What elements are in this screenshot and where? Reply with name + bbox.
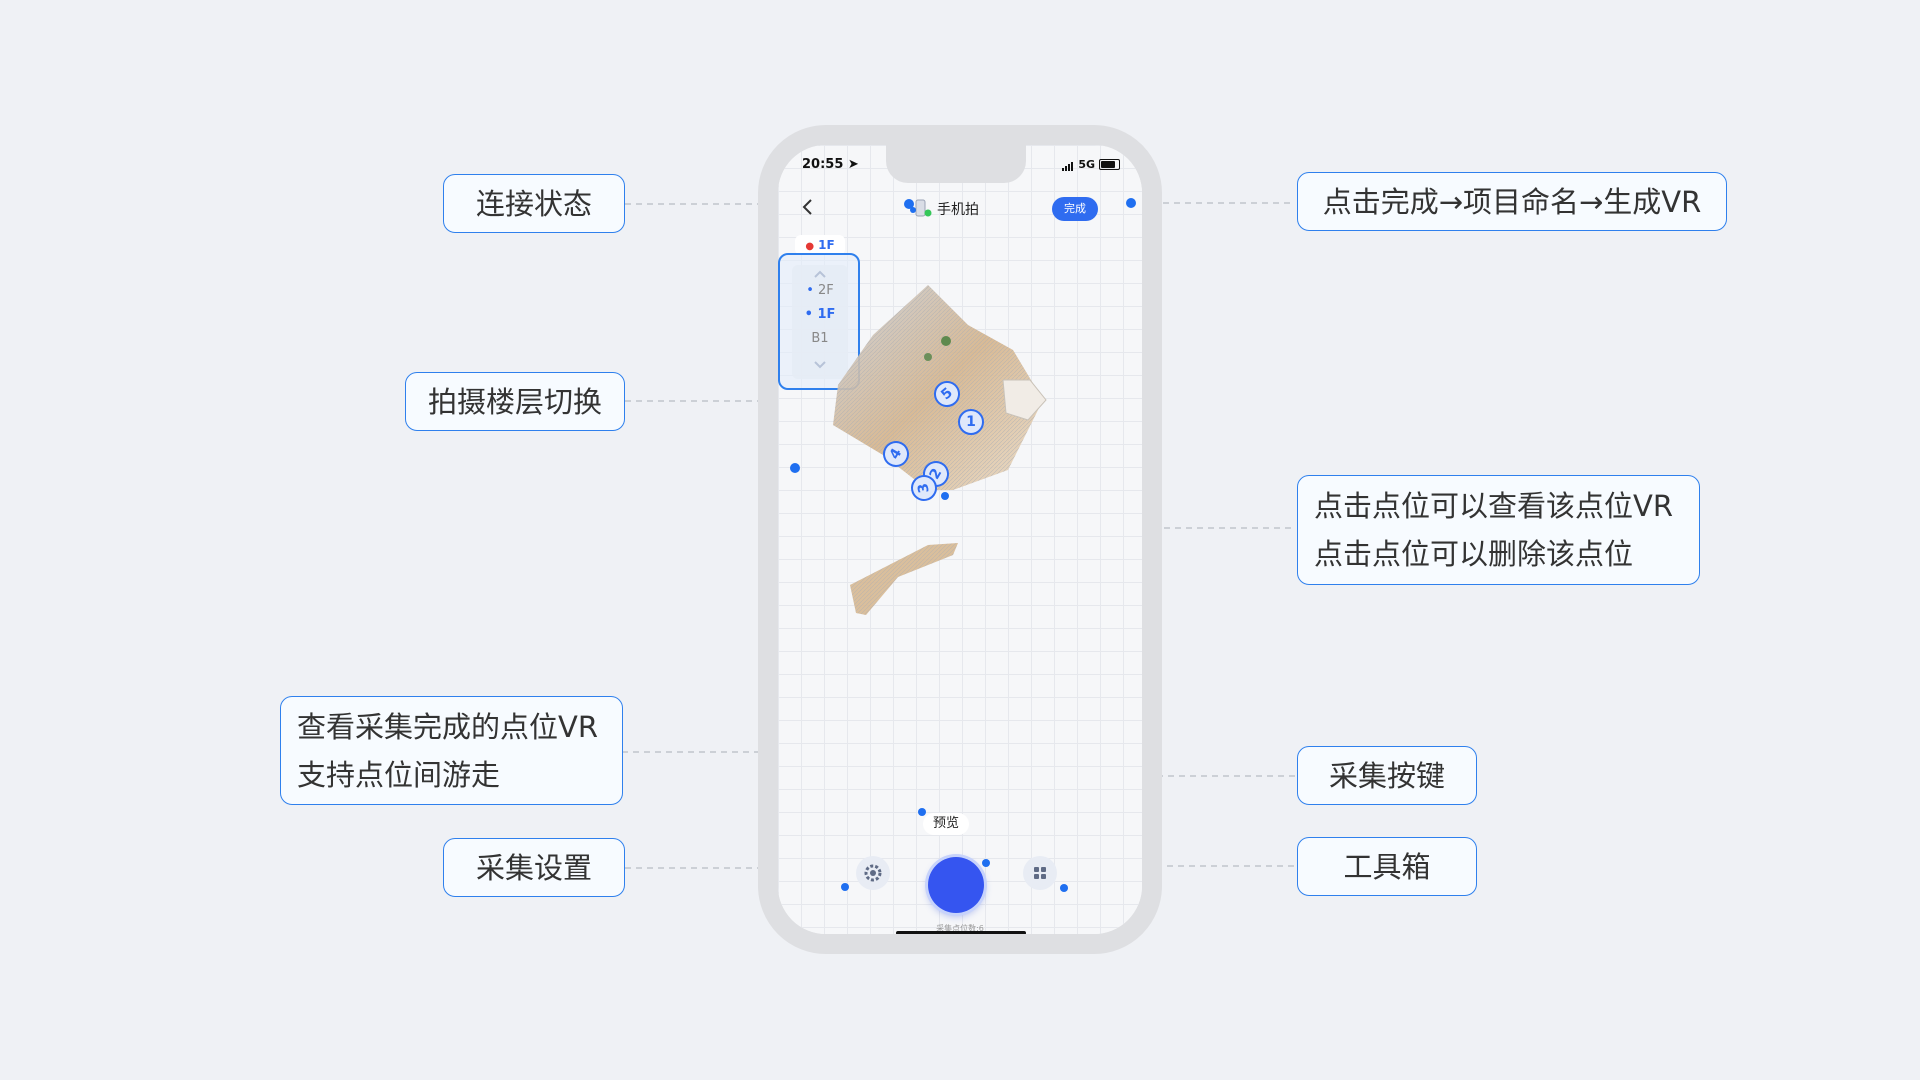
callout-text: 点击完成→项目命名→生成VR bbox=[1322, 184, 1702, 219]
floor-option-label: 1F bbox=[817, 307, 836, 322]
floor-option-label: 2F bbox=[818, 283, 834, 298]
grid-apps-icon bbox=[1034, 867, 1046, 879]
toolbox-button[interactable] bbox=[1023, 856, 1057, 890]
connector-dot bbox=[841, 883, 849, 891]
floor-option-b1[interactable]: B1 bbox=[792, 331, 848, 346]
connector-dot bbox=[1060, 884, 1068, 892]
capture-button[interactable] bbox=[928, 857, 984, 913]
callout-point-actions: 点击点位可以查看该点位VR 点击点位可以删除该点位 bbox=[1297, 475, 1700, 585]
floor-option-2f[interactable]: • 2F bbox=[806, 283, 834, 298]
callout-toolbox: 工具箱 bbox=[1297, 837, 1477, 896]
mode-label-text: 手机拍 bbox=[937, 202, 979, 218]
phone-device-icon bbox=[910, 199, 932, 217]
connection-status: 手机拍 bbox=[910, 199, 979, 219]
chevron-down-icon[interactable] bbox=[813, 360, 827, 370]
connector-dot bbox=[904, 199, 914, 209]
callout-floor-switch: 拍摄楼层切换 bbox=[405, 372, 625, 431]
callout-done-flow: 点击完成→项目命名→生成VR bbox=[1297, 172, 1727, 231]
gear-icon bbox=[864, 864, 882, 882]
floor-option-1f[interactable]: • 1F bbox=[804, 307, 836, 322]
callout-text: 工具箱 bbox=[1343, 849, 1431, 884]
phone-screen: 20:55 ➤ 5G 手机拍 完成 ●1F • 2F bbox=[778, 145, 1142, 934]
callout-text: 拍摄楼层切换 bbox=[427, 384, 602, 419]
recording-dot-icon: ● bbox=[805, 241, 815, 252]
location-arrow-icon: ➤ bbox=[847, 157, 859, 172]
callout-text: 采集按键 bbox=[1328, 758, 1445, 793]
phone-mockup: 20:55 ➤ 5G 手机拍 完成 ●1F • 2F bbox=[758, 125, 1162, 954]
capture-count-label: 采集点位数:6 bbox=[936, 924, 984, 933]
phone-notch bbox=[886, 145, 1026, 183]
status-time: 20:55 ➤ bbox=[802, 157, 859, 172]
done-button[interactable]: 完成 bbox=[1052, 197, 1098, 221]
back-chevron-icon[interactable] bbox=[798, 197, 818, 217]
callout-capture-settings: 采集设置 bbox=[443, 838, 625, 897]
floor-picker: • 2F • 1F B1 bbox=[778, 253, 860, 390]
scan-shape bbox=[833, 285, 1047, 615]
connector-dot bbox=[918, 808, 926, 816]
current-floor-tag[interactable]: ●1F bbox=[795, 235, 845, 255]
capture-settings-button[interactable] bbox=[856, 856, 890, 890]
callout-text: 点击点位可以删除该点位 bbox=[1314, 537, 1634, 571]
floor-list: • 2F • 1F B1 bbox=[792, 265, 848, 379]
status-time-text: 20:55 bbox=[802, 157, 844, 172]
connector-dot bbox=[941, 492, 949, 500]
floor-option-label: B1 bbox=[811, 331, 829, 346]
callout-text: 采集设置 bbox=[475, 850, 592, 885]
network-label: 5G bbox=[1078, 158, 1095, 171]
scan-point[interactable]: 1 bbox=[958, 409, 984, 435]
signal-icon bbox=[1062, 158, 1074, 171]
callout-view-collected: 查看采集完成的点位VR 支持点位间游走 bbox=[280, 696, 623, 805]
connector-dot bbox=[790, 463, 800, 473]
home-indicator bbox=[896, 931, 1026, 934]
battery-icon bbox=[1099, 159, 1120, 170]
callout-text: 支持点位间游走 bbox=[297, 757, 501, 792]
current-floor-text: 1F bbox=[818, 238, 835, 252]
connector-dot bbox=[1126, 198, 1136, 208]
callout-connection-status: 连接状态 bbox=[443, 174, 625, 233]
connector-dot bbox=[982, 859, 990, 867]
callout-text: 查看采集完成的点位VR bbox=[297, 709, 598, 744]
callout-capture-button: 采集按键 bbox=[1297, 746, 1477, 805]
chevron-up-icon[interactable] bbox=[813, 269, 827, 279]
preview-button[interactable]: 预览 bbox=[923, 813, 969, 835]
status-indicators: 5G bbox=[1062, 158, 1120, 171]
callout-text: 连接状态 bbox=[475, 186, 592, 221]
callout-text: 点击点位可以查看该点位VR bbox=[1314, 489, 1673, 523]
